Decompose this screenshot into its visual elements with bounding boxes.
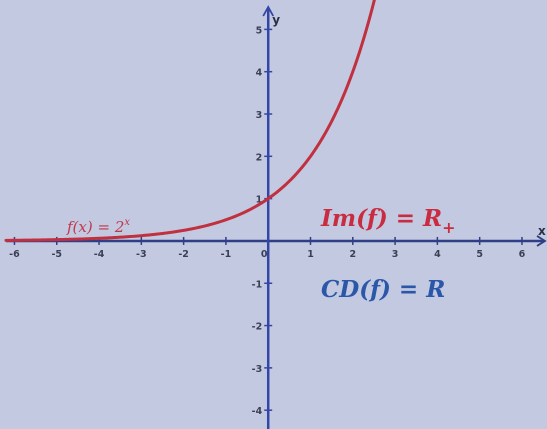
- y-tick-label: -1: [252, 279, 263, 290]
- x-tick-label: -6: [9, 249, 20, 260]
- x-tick-label: -3: [136, 249, 147, 260]
- x-tick-label: 4: [434, 249, 441, 260]
- function-label-exponent: x: [124, 217, 130, 228]
- y-tick-label: -2: [252, 322, 263, 333]
- x-axis-label: x: [538, 224, 546, 238]
- function-label: f(x) = 2x: [66, 217, 130, 236]
- x-tick-label: -2: [178, 249, 189, 260]
- x-tick-label: 0: [261, 249, 268, 260]
- y-tick-label: 3: [256, 110, 263, 121]
- y-tick-label: 1: [256, 195, 263, 206]
- x-tick-label: 6: [519, 249, 526, 260]
- x-tick-label: 1: [307, 249, 314, 260]
- y-tick-label: 5: [256, 25, 263, 36]
- x-tick-label: -5: [51, 249, 62, 260]
- y-tick-label: 4: [256, 68, 263, 79]
- x-tick-label: 2: [349, 249, 356, 260]
- x-tick-label: 3: [392, 249, 399, 260]
- x-axis-arrow: [536, 235, 547, 247]
- y-tick-label: 2: [256, 152, 263, 163]
- x-tick-label: -1: [221, 249, 232, 260]
- image-label: Im(f) = R+: [320, 205, 456, 237]
- y-axis-arrow: [262, 5, 274, 17]
- image-label-subscript: +: [442, 218, 455, 237]
- function-label-base: f(x) = 2: [66, 218, 124, 236]
- y-tick-label: -4: [252, 406, 263, 417]
- exponential-curve: [4, 0, 376, 242]
- x-tick-label: 5: [476, 249, 483, 260]
- x-tick-label: -4: [94, 249, 105, 260]
- image-label-base: Im(f) = R: [320, 205, 442, 232]
- domain-label: CD(f) = R: [321, 276, 445, 303]
- y-axis-label: y: [272, 13, 280, 27]
- y-tick-label: -3: [252, 364, 263, 375]
